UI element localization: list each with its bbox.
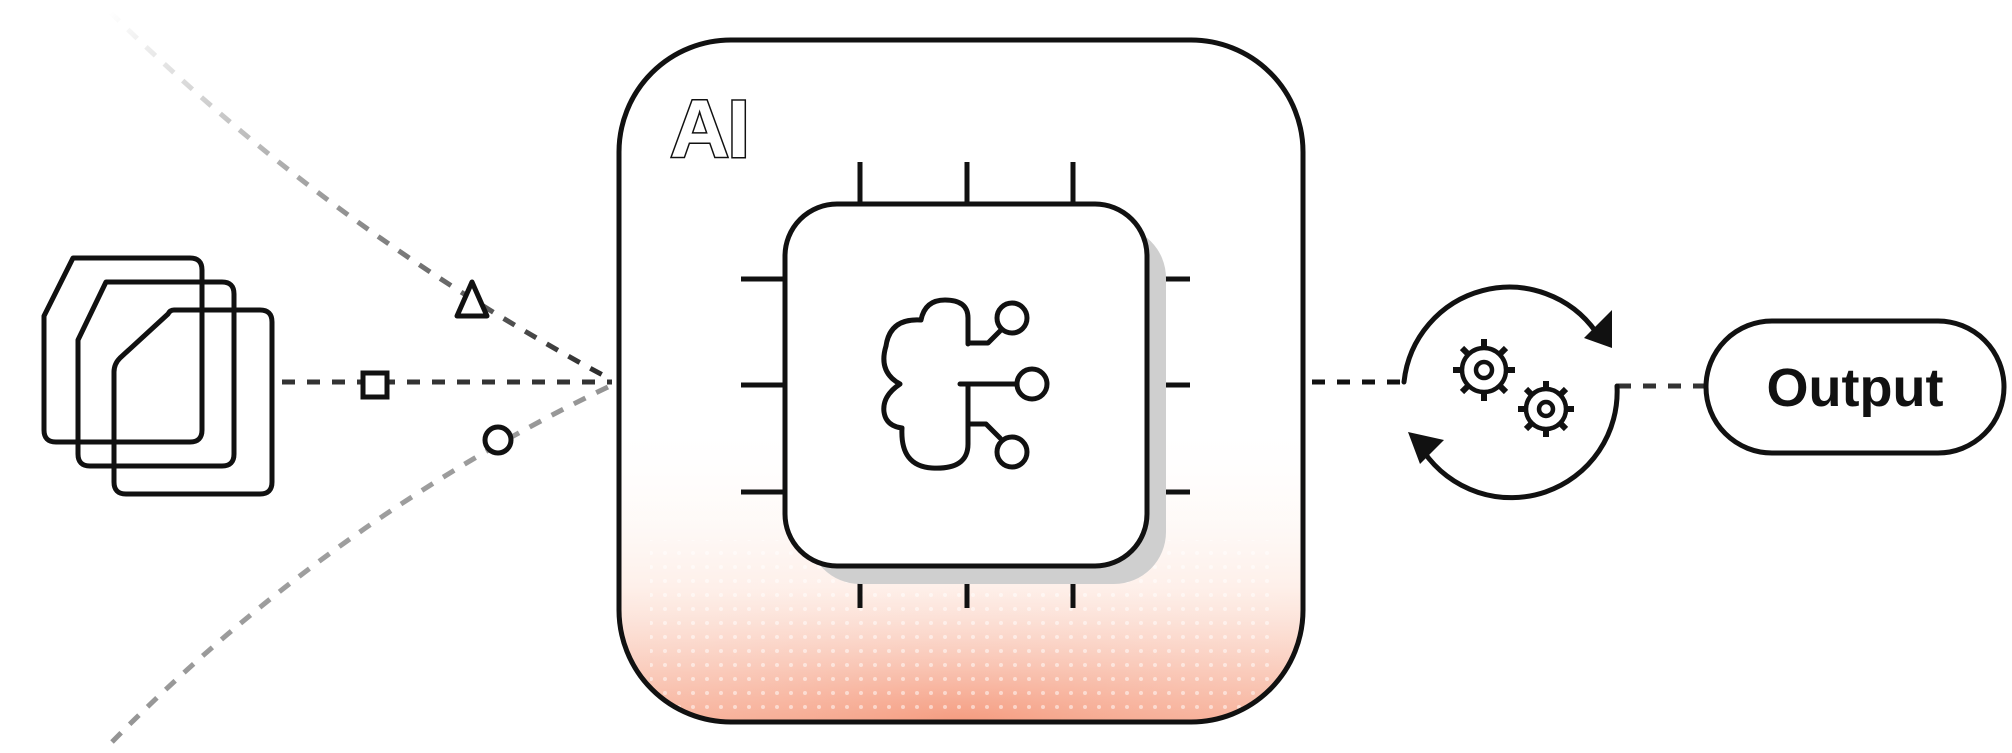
square-marker: [360, 370, 390, 400]
output-label: Output: [1767, 358, 1944, 418]
upper-input-line: [108, 10, 614, 383]
brain-network-icon: [881, 297, 1050, 471]
rotating-gears-icon: [1401, 284, 1620, 501]
circle-marker: [482, 424, 514, 456]
input-connectors: [108, 10, 614, 744]
ai-label: AI: [670, 84, 748, 175]
stacked-documents-icon: [41, 255, 275, 497]
output-connectors: [1312, 379, 1706, 389]
lower-input-line: [110, 382, 614, 744]
triangle-marker: [454, 279, 490, 319]
output-node: Output: [1703, 318, 2007, 456]
